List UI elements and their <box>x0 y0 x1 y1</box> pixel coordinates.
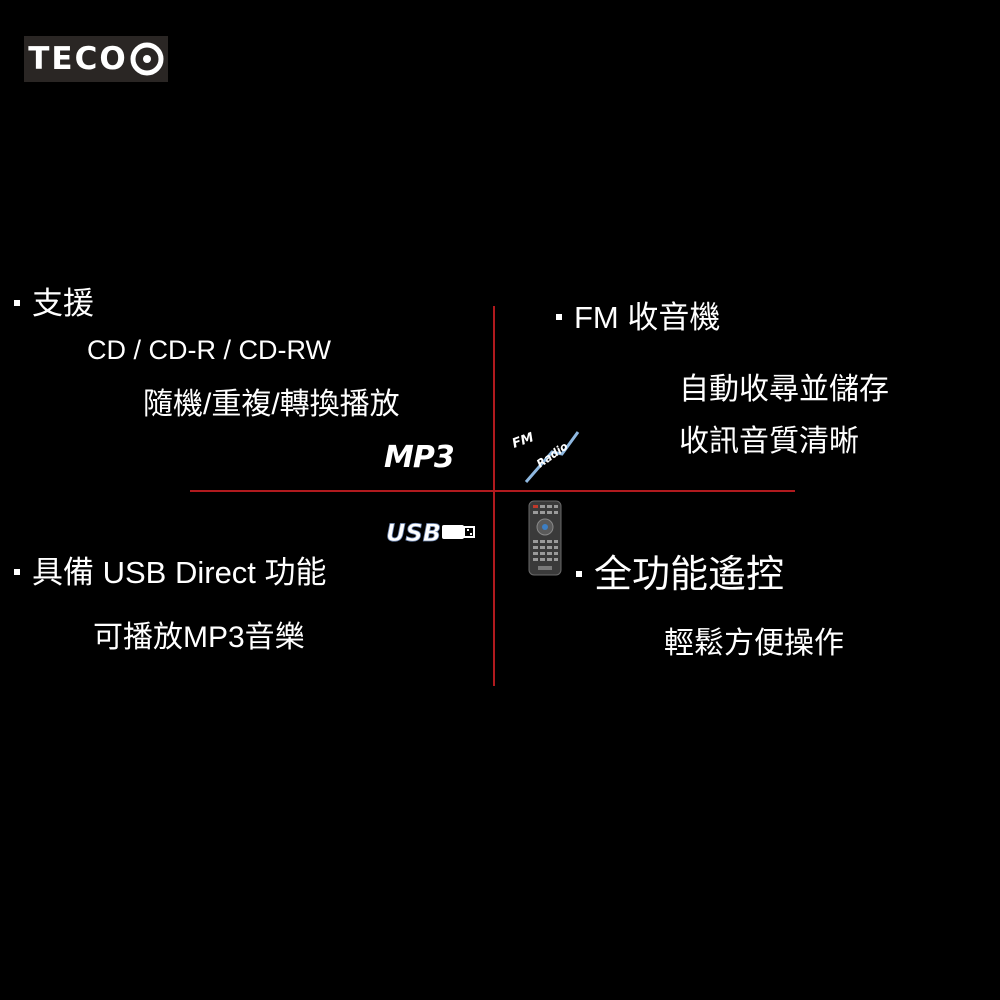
fm-radio-logo-icon: FM Radio <box>512 430 580 483</box>
fm-heading: FM 收音機 <box>556 292 720 337</box>
support-playback-modes: 隨機/重複/轉換播放 <box>143 388 400 421</box>
remote-line-1: 輕鬆方便操作 <box>664 627 844 660</box>
usb-logo-icon: USB <box>386 519 475 547</box>
bullet-icon <box>556 313 562 320</box>
mp3-logo: MP3 <box>384 440 455 475</box>
usb-heading: 具備 USB Direct 功能 <box>14 547 327 592</box>
horizontal-divider <box>190 490 795 492</box>
bullet-icon <box>576 570 582 577</box>
remote-heading: 全功能遙控 <box>576 543 784 598</box>
bullet-icon <box>14 568 20 575</box>
remote-control-icon <box>528 500 562 576</box>
teco-logo: TECO <box>24 36 168 82</box>
fm-line-1: 自動收尋並儲存 <box>679 373 889 406</box>
usb-line-1: 可播放MP3音樂 <box>93 621 305 654</box>
radio-label: Radio <box>534 439 571 470</box>
bullet-icon <box>14 299 20 306</box>
support-heading: 支援 <box>14 278 94 323</box>
teco-swirl-icon <box>130 42 164 76</box>
usb-label: USB <box>386 519 441 547</box>
fm-label: FM <box>512 430 536 452</box>
support-formats: CD / CD-R / CD-RW <box>87 335 331 365</box>
logo-text: TECO <box>28 41 128 77</box>
vertical-divider <box>493 306 495 686</box>
fm-line-2: 收訊音質清晰 <box>679 425 859 458</box>
